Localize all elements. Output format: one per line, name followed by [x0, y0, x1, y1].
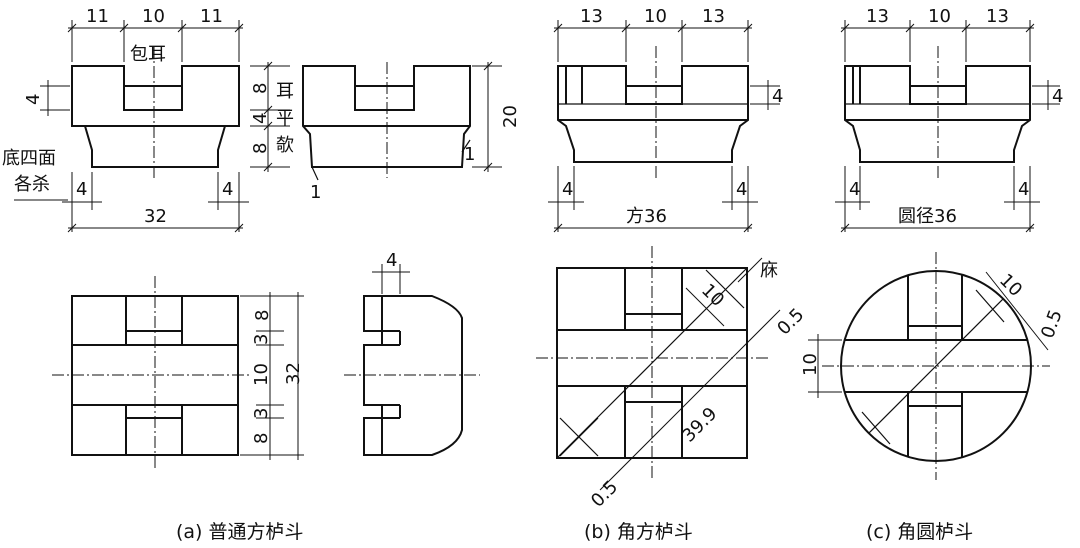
panel-a-plan-dimension — [240, 292, 304, 460]
panel-b-caption: (b) 角方栌斗 — [584, 521, 693, 543]
panel-a-dim-top-mid: 10 — [142, 6, 165, 27]
panel-c-caption: (c) 角圆栌斗 — [866, 521, 973, 543]
panel-a-plan-dim-total: 32 — [283, 362, 304, 385]
panel-c-dim-left: 10 — [800, 353, 821, 376]
panel-a-top-dimension — [67, 20, 244, 62]
panel-a-ear-label: 包耳 — [130, 44, 166, 65]
panel-a-note-line1: 底四面 — [2, 148, 56, 169]
panel-a-caption: (a) 普通方栌斗 — [176, 521, 304, 543]
panel-a-plan-dim-2: 3 — [251, 334, 272, 345]
panel-a-notch-dimension — [40, 80, 70, 116]
panel-a-dim-top-left: 11 — [86, 6, 109, 27]
panel-a-plan-dim-5: 8 — [251, 433, 272, 444]
panel-a-plan-side — [344, 264, 480, 456]
panel-a-dim-width: 32 — [144, 206, 167, 227]
panel-a-dim-slope-right: 1 — [464, 144, 475, 165]
panel-c-elevation — [844, 46, 1031, 178]
panel-b-dim-gap-top: 0.5 — [773, 304, 808, 339]
panel-a-dim-notch: 4 — [23, 94, 44, 105]
panel-a-note-line2: 各杀 — [14, 174, 50, 195]
panel-a-side-elevation — [302, 62, 471, 181]
panel-b-chamfer-label: 庥 — [760, 260, 778, 281]
panel-b-bottom-dimension — [548, 166, 758, 233]
panel-b-notch-dimension — [750, 80, 780, 110]
panel-b-dim-notch: 4 — [772, 86, 783, 107]
panel-b-dim-top-left: 13 — [580, 6, 603, 27]
panel-a-dim-height: 20 — [500, 105, 521, 128]
panel-a-height-dimension — [472, 61, 502, 172]
panel-c-dim-top-mid: 10 — [928, 6, 951, 27]
panel-c-bottom-dimension — [835, 166, 1040, 233]
panel-a-dim-slope-left: 1 — [310, 182, 321, 203]
panel-a-side-dimension — [250, 61, 290, 172]
panel-c-top-dimension — [840, 20, 1035, 62]
panel-b-dim-bottom-left: 4 — [562, 179, 573, 200]
panel-c-plan — [808, 252, 1050, 480]
panel-b-dim-long-diag: 39.9 — [678, 403, 721, 446]
panel-b-elevation — [557, 46, 749, 178]
panel-c-dim-gap: 0.5 — [1037, 307, 1067, 341]
panel-a-dim-ear: 8 — [250, 83, 271, 94]
panel-c-dim-notch: 4 — [1052, 86, 1063, 107]
panel-a-dim-qi: 8 — [250, 143, 271, 154]
panel-b-dim-diag: 10 — [697, 280, 728, 311]
panel-b-plan — [536, 246, 781, 491]
panel-c-dim-width: 圆径36 — [898, 206, 957, 227]
panel-b-top-dimension — [553, 20, 753, 62]
panel-a-side-label-qi: 欹 — [276, 135, 294, 156]
panel-a-side-label-ping: 平 — [276, 108, 294, 129]
panel-a-side-label-ear: 耳 — [276, 81, 294, 102]
panel-b-dim-bottom-right: 4 — [736, 179, 747, 200]
panel-c-dim-bottom-left: 4 — [849, 179, 860, 200]
panel-b-dim-top-mid: 10 — [644, 6, 667, 27]
panel-a-plan-dim-4: 3 — [251, 408, 272, 419]
panel-b-dim-width: 方36 — [626, 206, 667, 227]
panel-c-dim-top-left: 13 — [866, 6, 889, 27]
panel-a-dim-top-right: 11 — [200, 6, 223, 27]
panel-a-plan — [52, 276, 250, 470]
panel-a-dim-ping: 4 — [250, 113, 271, 124]
panel-a-dim-bottom-right: 4 — [222, 179, 233, 200]
panel-c-dim-bottom-right: 4 — [1018, 179, 1029, 200]
panel-a-dim-bottom-left: 4 — [76, 179, 87, 200]
panel-a-dim-plan-depth: 4 — [386, 250, 397, 271]
panel-a-bottom-dimension — [62, 172, 249, 233]
panel-a-plan-dim-1: 8 — [252, 310, 273, 321]
panel-c-notch-dimension — [1032, 80, 1060, 110]
panel-a-front-elevation — [71, 46, 240, 178]
panel-c-dim-top-right: 13 — [986, 6, 1009, 27]
panel-b-dim-gap-bottom: 0.5 — [587, 477, 622, 512]
panel-a-plan-dim-3: 10 — [251, 363, 272, 386]
panel-b-dim-top-right: 13 — [702, 6, 725, 27]
